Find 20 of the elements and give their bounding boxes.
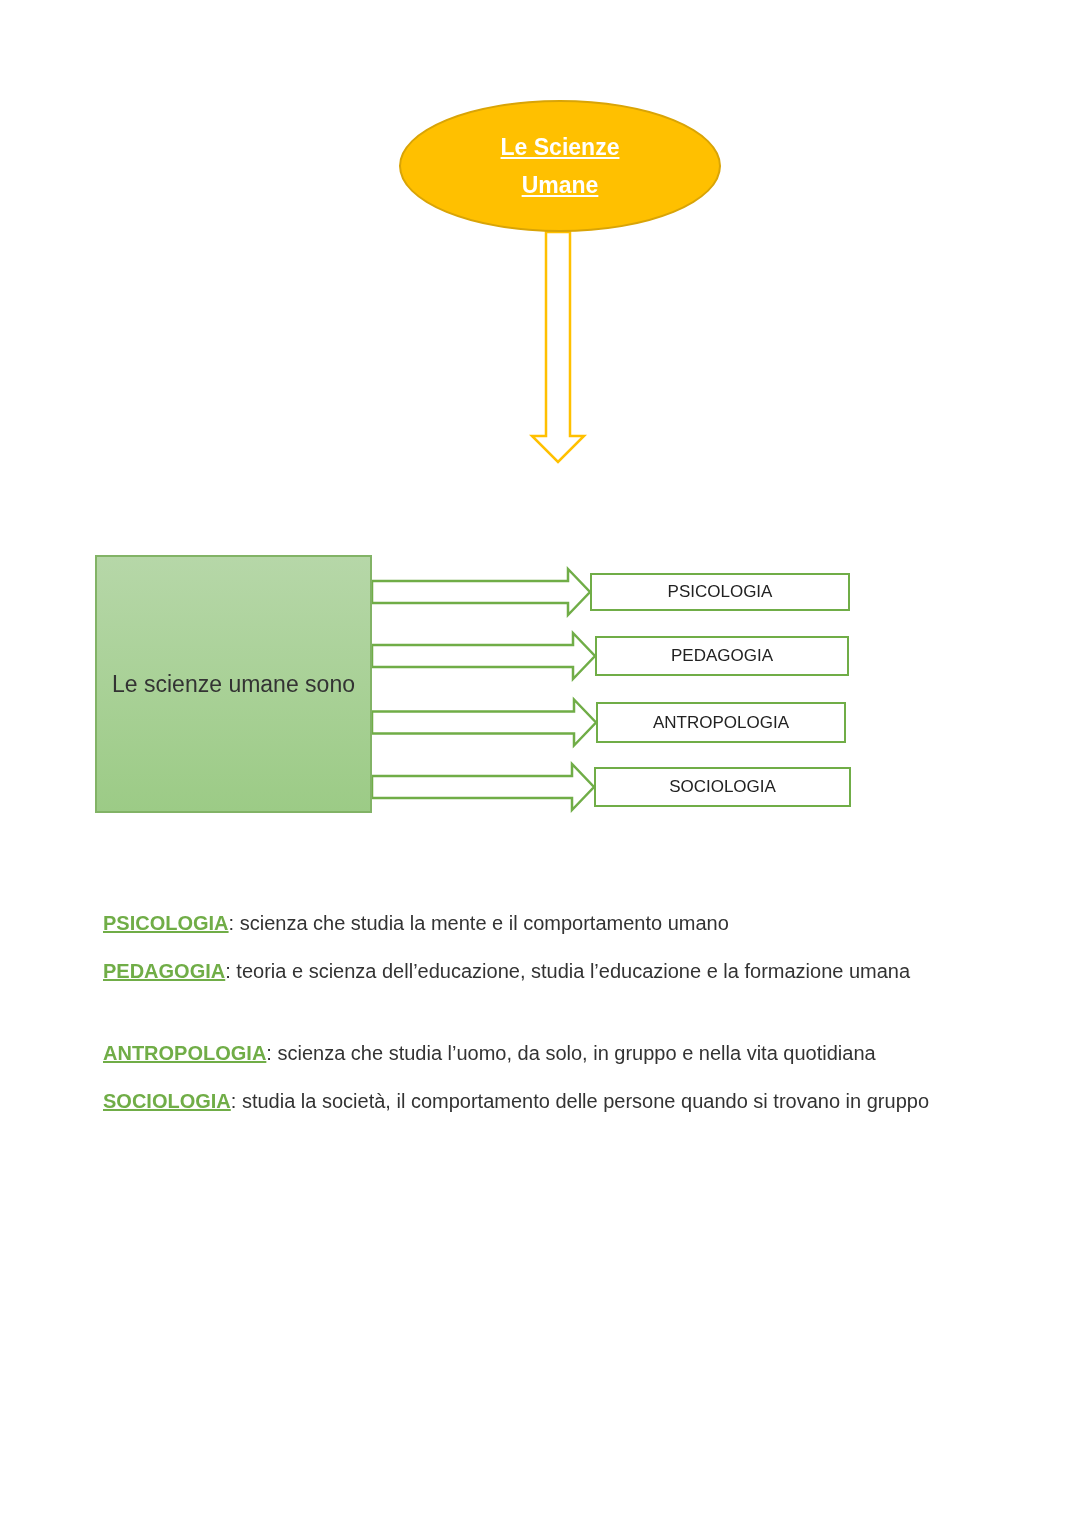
title-text: Le Scienze Umane	[499, 133, 621, 200]
definition-text: PSICOLOGIA: scienza che studia la mente e il comportamento umano	[103, 911, 730, 936]
definition-text: ANTROPOLOGIA: scienza che studia l’uomo, da solo, in gruppo e nella vita quotidiana	[103, 1041, 877, 1066]
discipline-label: ANTROPOLOGIA	[653, 712, 789, 733]
block-arrow	[370, 629, 597, 683]
discipline-label: PSICOLOGIA	[667, 582, 773, 602]
discipline-box	[594, 767, 851, 807]
discipline-box	[590, 573, 850, 611]
definition-text: PEDAGOGIA: teoria e scienza dell’educazione, studia l’educazione e la formazione umana	[103, 959, 912, 984]
discipline-box	[595, 636, 849, 676]
block-arrow	[370, 696, 598, 749]
process-box	[95, 555, 372, 813]
discipline-label: PEDAGOGIA	[671, 646, 773, 666]
box-text: Le scienze umane sono	[112, 670, 355, 699]
block-arrow	[370, 760, 596, 814]
definition-text: SOCIOLOGIA: studia la società, il comportamento delle persone quando si trovano in gruppo	[103, 1089, 930, 1114]
block-arrow	[529, 230, 587, 464]
discipline-label: SOCIOLOGIA	[669, 777, 776, 797]
block-arrow	[370, 565, 592, 619]
discipline-box	[596, 702, 846, 743]
